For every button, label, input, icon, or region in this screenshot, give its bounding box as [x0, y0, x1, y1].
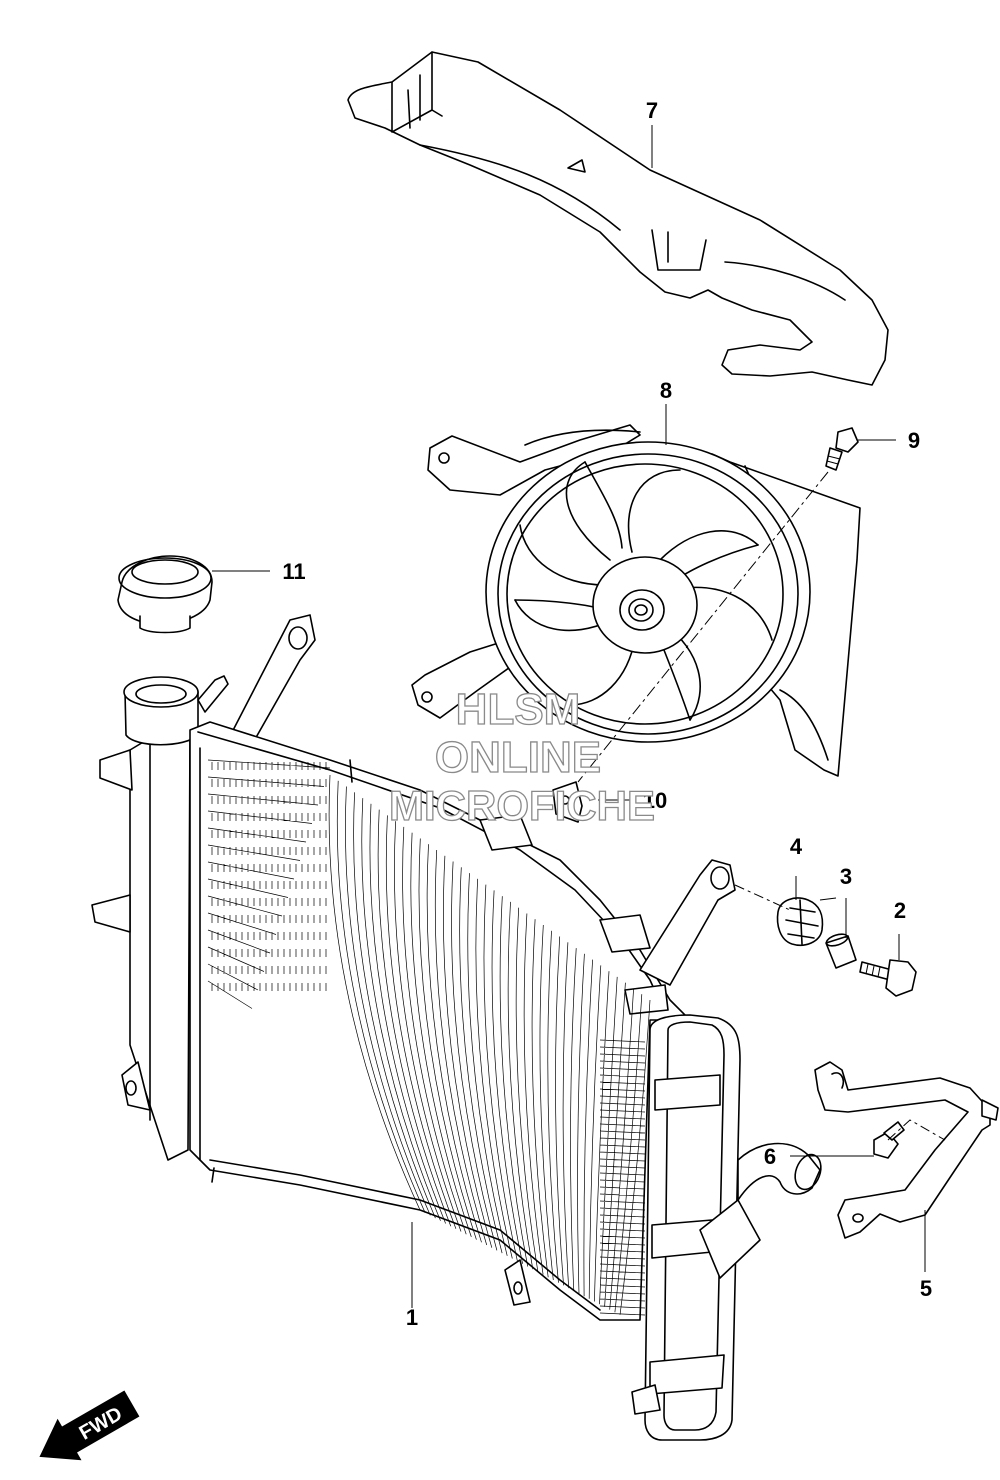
part-2-bolt — [859, 959, 917, 997]
part-6-screw — [873, 1121, 905, 1159]
part-3-collar — [825, 933, 857, 969]
radiator-fins — [207, 759, 651, 1316]
callout-8: 8 — [660, 378, 672, 403]
part-11-radiator-cap — [117, 555, 213, 634]
watermark-line-3: MICROFICHE — [389, 782, 655, 829]
fin-lines — [207, 759, 651, 1316]
watermark: HLSM ONLINE MICROFICHE — [388, 684, 655, 829]
part-8-fan-assembly — [411, 424, 861, 777]
part-4-grommet — [776, 897, 824, 946]
part-1-radiator — [91, 614, 822, 1441]
callout-5: 5 — [920, 1276, 932, 1301]
forward-arrow-icon — [39, 1390, 140, 1461]
callout-2: 2 — [894, 898, 906, 923]
watermark-line-2: ONLINE — [435, 733, 601, 782]
callout-9: 9 — [908, 428, 920, 453]
callout-labels: 1 2 3 4 5 6 7 8 9 10 11 — [282, 98, 932, 1330]
callout-7: 7 — [646, 98, 658, 123]
callout-4: 4 — [790, 834, 803, 859]
watermark-line-1: HLSM — [456, 685, 581, 734]
callout-10: 10 — [643, 788, 667, 813]
part-5-lower-bracket — [814, 1061, 999, 1239]
leader-lines — [212, 125, 946, 1308]
part-10-nut — [552, 781, 583, 823]
callout-11: 11 — [282, 559, 305, 584]
part-7-shroud — [347, 51, 889, 386]
callout-1: 1 — [406, 1305, 418, 1330]
callout-6: 6 — [764, 1144, 776, 1169]
callout-3: 3 — [840, 864, 852, 889]
fwd-arrow-badge: FWD — [39, 1390, 140, 1461]
part-9-screw — [825, 427, 859, 471]
